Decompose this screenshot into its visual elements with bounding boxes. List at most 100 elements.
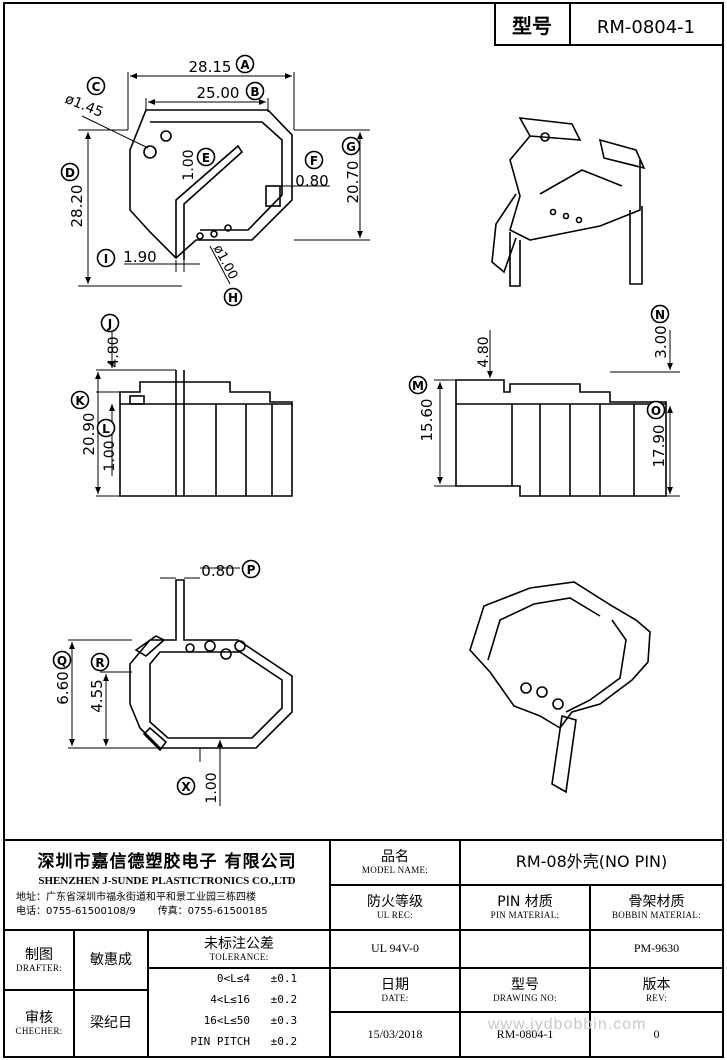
dim-H: ø1.00 H — [210, 243, 243, 307]
dim-O: O 17.90 — [646, 400, 668, 468]
side-view-left-dims — [95, 328, 176, 497]
date-value: 15/03/2018 — [367, 1026, 423, 1041]
dim-I-value: 1.90 — [123, 248, 156, 266]
dim-I-letter: I — [104, 252, 108, 266]
dim-N: N 3.00 — [650, 304, 670, 359]
dim-X: X 1.00 — [176, 772, 220, 804]
dim-C-value: ø1.45 — [63, 91, 106, 121]
drafter-label: 制图 DRAFTER: — [4, 930, 74, 990]
dim-O-letter: O — [651, 404, 661, 418]
date-label-cn: 日期 — [381, 976, 409, 993]
rev-label: 版本 REV: — [590, 968, 723, 1012]
dim-P: 0.80 P — [201, 559, 261, 580]
model-name-value: RM-08外壳(NO PIN) — [460, 840, 723, 885]
drawing-no-label-cn: 型号 — [511, 976, 539, 993]
watermark: www.jydbobbin.com — [488, 1016, 647, 1033]
top-view — [129, 109, 293, 260]
dim-M: M 15.60 4.80 — [408, 336, 492, 442]
top-view-dims — [78, 72, 370, 287]
dim-D: D 28.20 — [60, 162, 86, 227]
dim-N-letter: N — [655, 308, 665, 322]
header-box: 型号 RM-0804-1 — [494, 2, 724, 46]
dim-I: I 1.90 — [96, 248, 157, 268]
tolerance-value: ±0.3 — [270, 1014, 298, 1027]
dim-F-value: 0.80 — [295, 172, 328, 190]
dim-C: C ø1.45 — [63, 76, 106, 121]
drafter-name: 敏惠成 — [90, 951, 132, 968]
drafter-label-cn: 制图 — [25, 946, 53, 963]
dim-L-value: 1.00 — [102, 440, 118, 471]
dim-M-value: 15.60 — [418, 399, 436, 442]
dim-Q-letter: Q — [57, 654, 67, 668]
dim-R: R 4.55 — [88, 652, 110, 713]
dim-A: 28.15 A — [189, 54, 255, 76]
dim-F-letter: F — [310, 154, 318, 168]
dim-J-letter: J — [107, 317, 112, 331]
model-name-label-cn: 品名 — [381, 849, 409, 866]
dim-F: F 0.80 — [295, 150, 329, 190]
rev-value: 0 — [653, 1026, 660, 1041]
tolerance-range: 4<L≤16 — [210, 993, 250, 1006]
bobbin-material-label-en: BOBBIN MATERIAL: — [611, 910, 702, 921]
tolerance-row: PIN PITCH ±0.2 — [158, 1035, 318, 1048]
checker-label-cn: 审核 — [25, 1010, 53, 1027]
company-block: 深圳市嘉信德塑胶电子 有限公司 SHENZHEN J-SUNDE PLASTIC… — [6, 842, 328, 928]
bottom-view-dims — [68, 567, 240, 806]
company-address: 地址：广东省深圳市福永街道和平和景工业园三栋四楼 — [16, 892, 256, 904]
dim-Q: Q 6.60 — [52, 650, 72, 705]
dim-R-letter: R — [95, 656, 104, 670]
dim-A-value: 28.15 — [189, 58, 232, 76]
ul-value: UL 94V-0 — [370, 941, 420, 956]
dim-J-value: 4.80 — [106, 336, 122, 367]
tolerance-value: ±0.2 — [270, 993, 298, 1006]
dim-X-letter: X — [181, 780, 191, 794]
iso-view-top — [491, 117, 646, 287]
rev-label-en: REV: — [645, 992, 668, 1003]
dim-G-value: 20.70 — [344, 161, 362, 204]
tolerance-label: 未标注公差 TOLERANCE: — [148, 930, 330, 968]
drafter-label-en: DRAFTER: — [16, 962, 62, 973]
drawing-no-label: 型号 DRAWING NO: — [460, 968, 590, 1012]
tolerance-label-en: TOLERANCE: — [209, 951, 269, 962]
dim-H-value: ø1.00 — [210, 243, 241, 283]
iso-view-bottom — [469, 581, 651, 794]
tolerance-table: 0<L≤4 ±0.1 4<L≤16 ±0.2 16<L≤50 ±0.3 PIN … — [148, 970, 330, 1056]
checker-label-en: CHECHER: — [15, 1026, 63, 1037]
title-block-grid — [4, 839, 723, 1057]
side-view-left — [119, 370, 293, 497]
pin-material-label-cn: PIN 材质 — [497, 894, 553, 911]
dim-P-letter: P — [247, 563, 256, 577]
bottom-view — [129, 579, 293, 752]
dim-G-letter: G — [346, 140, 356, 154]
bobbin-material-label: 骨架材质 BOBBIN MATERIAL: — [590, 885, 723, 930]
tolerance-value: ±0.2 — [270, 1035, 298, 1048]
dim-G: G 20.70 — [341, 136, 362, 204]
company-phone: 电话：0755-61500108/9 — [16, 905, 136, 917]
dim-Q-value: 6.60 — [54, 671, 72, 704]
pin-material-label: PIN 材质 PIN MATERIAL: — [460, 885, 590, 930]
tolerance-value: ±0.1 — [270, 972, 298, 985]
pin-material-label-en: PIN MATERIAL: — [490, 910, 560, 921]
rev-label-cn: 版本 — [642, 976, 671, 993]
model-name-label-en: MODEL NAME: — [361, 865, 429, 876]
dim-O-value: 17.90 — [650, 425, 668, 468]
drawing-no-label-en: DRAWING NO: — [493, 992, 557, 1003]
date-label: 日期 DATE: — [330, 968, 460, 1012]
bobbin-material-label-cn: 骨架材质 — [628, 894, 685, 911]
dim-B-letter: B — [250, 85, 259, 99]
dim-K-value: 20.90 — [80, 413, 98, 456]
tolerance-row: 4<L≤16 ±0.2 — [158, 993, 318, 1006]
dim-R-value: 4.55 — [88, 679, 106, 712]
header-label: 型号 — [512, 14, 552, 38]
side-view-right — [455, 379, 667, 497]
company-name-en: SHENZHEN J-SUNDE PLASTICTRONICS CO.,LTD — [38, 875, 296, 888]
dim-J: J 4.80 — [100, 313, 122, 368]
tolerance-row: 16<L≤50 ±0.3 — [158, 1014, 318, 1027]
company-fax: 传真：0755-61500185 — [157, 905, 268, 917]
dim-K-letter: K — [75, 394, 85, 408]
dim-P-value: 0.80 — [201, 562, 234, 580]
dim-E-value: 1.00 — [181, 149, 197, 180]
dim-E: 1.00 E — [181, 147, 216, 181]
pin-material-value — [460, 930, 590, 968]
